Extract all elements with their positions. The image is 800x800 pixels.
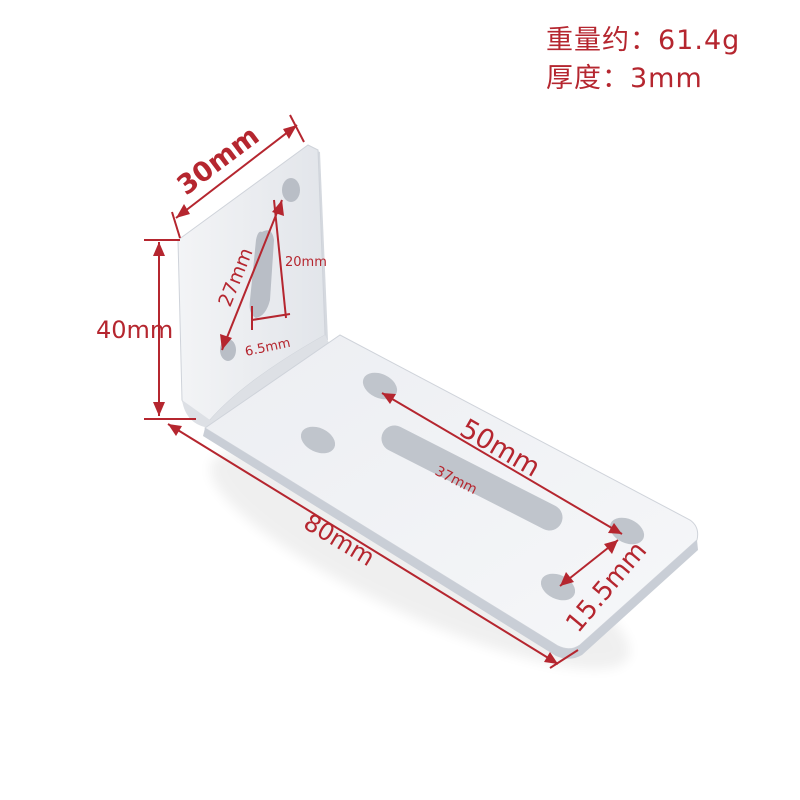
arrowheads: [153, 125, 622, 664]
arrow-end-bottom: [560, 572, 574, 586]
spec-panel: 重量约：61.4g 厚度：3mm: [546, 22, 740, 98]
weight-value: 61.4g: [658, 25, 741, 56]
dimension-lines: [144, 114, 623, 669]
upright-top-hole: [282, 178, 300, 202]
dim-line-slot-width: [251, 313, 291, 321]
base-hole-left-top: [362, 372, 398, 400]
arrow-height-top: [153, 242, 165, 256]
arrow-spacing-right: [608, 523, 622, 534]
arrow-height-bottom: [153, 402, 165, 416]
ext-line-top-right: [289, 114, 305, 143]
arrow-base-left: [168, 424, 182, 436]
thickness-row: 厚度：3mm: [546, 60, 740, 98]
label-upright-height: 40mm: [96, 316, 173, 344]
dim-line-base-length: [167, 423, 559, 665]
thickness-value: 3mm: [630, 63, 703, 94]
arrow-end-top: [604, 540, 618, 554]
base-hole-left-bottom: [300, 426, 336, 454]
upright-slot: [249, 230, 274, 318]
ext-line-top-left: [171, 211, 181, 239]
arrow-top-left: [176, 204, 190, 218]
weight-row: 重量约：61.4g: [546, 22, 740, 60]
weight-label: 重量约：: [546, 25, 658, 56]
dim-line-top-width: [175, 124, 298, 219]
dim-line-hole-spacing: [381, 392, 623, 535]
label-slot-height: 20mm: [285, 255, 327, 270]
angle-bracket: [177, 144, 699, 659]
arrow-base-right: [544, 652, 558, 664]
base-slot: [381, 425, 563, 531]
base-hole-right-top: [609, 517, 645, 545]
bend: [182, 335, 330, 428]
dim-line-slot-height: [273, 199, 287, 319]
thickness-label: 厚度：: [546, 63, 630, 94]
ext-line-base-right: [549, 649, 579, 669]
arrow-slot-top: [272, 200, 284, 216]
dim-line-slot-length: [221, 199, 283, 351]
arrow-spacing-left: [382, 393, 396, 404]
arrow-top-right: [283, 125, 297, 139]
arrow-slot-bottom: [220, 334, 232, 350]
